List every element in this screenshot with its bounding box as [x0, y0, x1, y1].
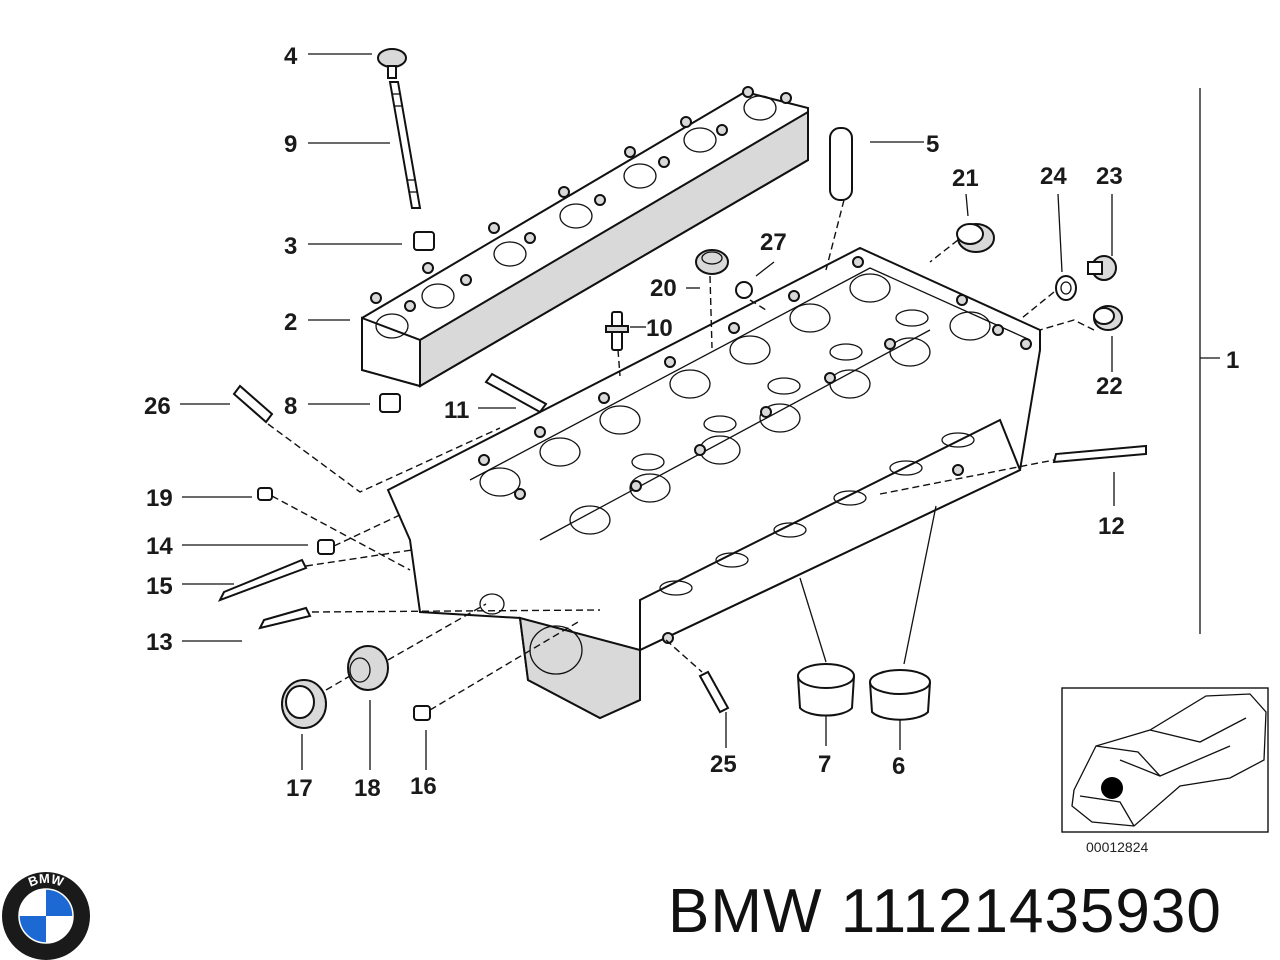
caption-brand: BMW: [668, 877, 823, 946]
callout-27: 27: [760, 229, 787, 256]
stud-10: [605, 311, 629, 351]
callout-9: 9: [284, 131, 297, 158]
logo-letters: BMW: [26, 871, 66, 890]
callout-26: 26: [144, 393, 171, 420]
svg-text:BMW: BMW: [26, 871, 66, 890]
seal-ring-24: [1055, 275, 1077, 301]
stud-13: [258, 606, 312, 630]
callout-3: 3: [284, 233, 297, 260]
callout-22: 22: [1096, 373, 1123, 400]
inset-diagram-code: 00012824: [1086, 839, 1149, 855]
callout-10: 10: [646, 315, 673, 342]
screw-plug-23: [1087, 255, 1117, 281]
plug-18: [347, 645, 389, 691]
callout-15: 15: [146, 573, 173, 600]
callout-2: 2: [284, 309, 297, 336]
callout-20: 20: [650, 275, 677, 302]
ring-7: [797, 663, 855, 717]
callout-14: 14: [146, 533, 173, 560]
sealing-ring-17: [281, 679, 327, 729]
plug-22: [1093, 305, 1123, 331]
callout-19: 19: [146, 485, 173, 512]
callout-25: 25: [710, 751, 737, 778]
sleeve-16: [413, 705, 431, 721]
sleeve-14: [317, 539, 335, 555]
callout-1: 1: [1226, 347, 1239, 374]
stud-11: [484, 372, 548, 414]
bolt-4: [377, 48, 407, 79]
bmw-logo: BMW: [2, 871, 90, 960]
callout-6: 6: [892, 753, 905, 780]
callout-4: 4: [284, 43, 298, 70]
screw-plug-20: [695, 249, 729, 275]
callout-18: 18: [354, 775, 381, 802]
pin-5: [829, 127, 853, 201]
assembly-lines: [267, 199, 1095, 711]
camshaft-carrier: [361, 86, 809, 388]
caption-part-number: 11121435930: [840, 877, 1222, 946]
callout-13: 13: [146, 629, 173, 656]
callout-21: 21: [952, 165, 979, 192]
plug-19: [257, 487, 273, 501]
location-marker-icon: [1101, 777, 1123, 799]
callout-12: 12: [1098, 513, 1125, 540]
ring-6: [869, 669, 931, 721]
stud-9: [388, 81, 422, 209]
plug-21: [956, 223, 995, 253]
callout-23: 23: [1096, 163, 1123, 190]
callout-numbers: 4 9 3 2 8 26 11 5 21 24 23 27 20 10 1 22…: [144, 43, 1239, 802]
inset-car-locator: 00012824: [1061, 687, 1269, 855]
part-caption: BMW 11121435930: [668, 876, 1222, 947]
stud-25: [698, 670, 730, 714]
stud-26: [232, 384, 274, 424]
stud-15: [217, 558, 308, 602]
callout-5: 5: [926, 131, 939, 158]
callout-16: 16: [410, 773, 437, 800]
leader-lines: [180, 53, 1220, 770]
callout-8: 8: [284, 393, 297, 420]
callout-11: 11: [444, 397, 469, 424]
sleeve-3: [413, 231, 435, 251]
callout-7: 7: [818, 751, 831, 778]
callout-24: 24: [1040, 163, 1067, 190]
sleeve-8: [379, 393, 401, 413]
stud-12: [1052, 444, 1147, 464]
plug-27: [735, 281, 753, 299]
cylinder-head: [386, 246, 1041, 720]
callout-17: 17: [286, 775, 313, 802]
